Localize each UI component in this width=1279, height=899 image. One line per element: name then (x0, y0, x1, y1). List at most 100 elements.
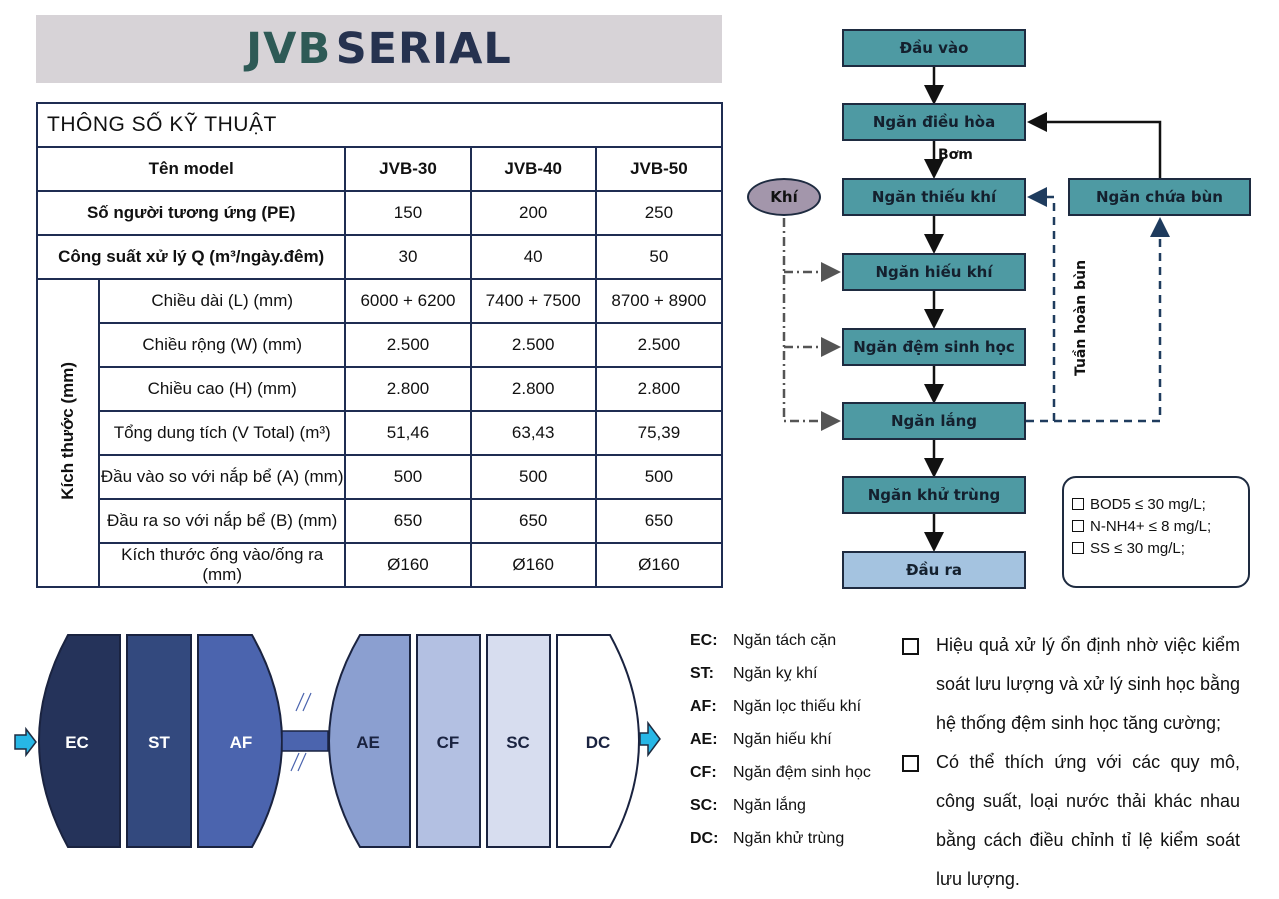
standard-text: SS ≤ 30 mg/L; (1090, 540, 1185, 557)
table-cell: 51,46 (344, 410, 472, 456)
legend-name: Ngăn hiếu khí (733, 731, 832, 748)
effluent-standards-box: BOD5 ≤ 30 mg/L; N-NH4+ ≤ 8 mg/L; SS ≤ 30… (1062, 476, 1250, 588)
checkbox-icon (1072, 542, 1084, 554)
tank-label: SC (506, 733, 530, 752)
legend-name: Ngăn lắng (733, 797, 806, 814)
feature-text: Có thể thích ứng với các quy mô, công su… (936, 752, 1240, 889)
tank-label: CF (437, 733, 460, 752)
feature-list: Hiệu quả xử lý ổn định nhờ việc kiểm soá… (900, 626, 1240, 899)
spec-heading: THÔNG SỐ KỸ THUẬT (36, 102, 723, 148)
inlet-arrow-icon (14, 726, 37, 758)
sludge-recycle-label: Tuần hoàn bùn (1073, 259, 1089, 377)
sludge-recycle-lines (1026, 187, 1170, 423)
legend-name: Ngăn khử trùng (733, 830, 845, 847)
legend-item: CF: Ngăn đệm sinh học (690, 764, 871, 797)
flow-biofilter: Ngăn đệm sinh học (842, 328, 1026, 366)
checkbox-icon (1072, 520, 1084, 532)
table-cell: 500 (469, 454, 597, 500)
feature-item: Có thể thích ứng với các quy mô, công su… (900, 743, 1240, 899)
legend-item: AF:Ngăn lọc thiếu khí (690, 698, 871, 731)
table-cell: 6000 + 6200 (344, 278, 472, 324)
connecting-pipe (281, 730, 329, 752)
tank-section-cf (416, 634, 481, 848)
dimension-group-label: Kích thước (mm) (58, 361, 77, 500)
tank-label: AE (356, 733, 380, 752)
tank-label: AF (230, 733, 253, 752)
dimension-group-cell: Kích thước (mm) (36, 278, 100, 588)
legend-code: AE: (690, 731, 718, 748)
legend-item: ST: Ngăn kỵ khí (690, 665, 871, 698)
legend-code: CF: (690, 764, 717, 781)
tank-legend: EC: Ngăn tách cặn ST: Ngăn kỵ khí AF:Ngăn … (690, 632, 871, 863)
table-cell: 650 (344, 498, 472, 544)
legend-item: EC: Ngăn tách cặn (690, 632, 871, 665)
flow-aerobic: Ngăn hiếu khí (842, 253, 1026, 291)
table-cell: 2.500 (469, 322, 597, 368)
table-cell: Ø160 (594, 542, 724, 588)
legend-name: Ngăn đệm sinh học (733, 764, 871, 781)
table-cell: 500 (344, 454, 472, 500)
flow-sludge-tank: Ngăn chứa bùn (1068, 178, 1251, 216)
model-label: Tên model (35, 146, 347, 192)
table-cell: Ø160 (344, 542, 472, 588)
model-name: JVB-30 (344, 146, 472, 192)
air-supply-lines (782, 218, 841, 431)
tank-section-sc (486, 634, 551, 848)
legend-item: AE: Ngăn hiếu khí (690, 731, 871, 764)
pump-label: Bơm (938, 147, 973, 163)
flow-inlet: Đầu vào (842, 29, 1026, 67)
title-jvb: JVB (246, 24, 332, 74)
row-label: Kích thước ống vào/ống ra (mm) (97, 542, 347, 588)
flow-settling: Ngăn lắng (842, 402, 1026, 440)
table-cell: 500 (594, 454, 724, 500)
capacity-label: Công suất xử lý Q (m³/ngày.đêm) (35, 234, 347, 280)
table-cell: 150 (344, 190, 472, 236)
table-cell: 250 (594, 190, 724, 236)
tank-section-ae (328, 634, 411, 848)
tank-diagram: EC ST AF AE CF SC DC (14, 634, 661, 848)
legend-code: EC: (690, 632, 718, 649)
legend-name: Ngăn lọc thiếu khí (733, 698, 862, 715)
table-cell: 2.800 (469, 366, 597, 412)
flow-outlet: Đầu ra (842, 551, 1026, 589)
table-cell: 8700 + 8900 (594, 278, 724, 324)
table-cell: 63,43 (469, 410, 597, 456)
table-cell: 50 (594, 234, 724, 280)
standard-item: BOD5 ≤ 30 mg/L; (1072, 496, 1248, 513)
checkbox-icon (1072, 498, 1084, 510)
legend-name: Ngăn tách cặn (733, 632, 837, 649)
table-cell: 75,39 (594, 410, 724, 456)
legend-item: DC: Ngăn khử trùng (690, 830, 871, 863)
flow-anoxic: Ngăn thiếu khí (842, 178, 1026, 216)
legend-name: Ngăn kỵ khí (733, 665, 818, 682)
tank-section-dc (556, 634, 640, 848)
legend-item: SC:Ngăn lắng (690, 797, 871, 830)
checkbox-icon (902, 755, 919, 772)
row-label: Chiều dài (L) (mm) (97, 278, 347, 324)
title-band: JVB SERIAL (36, 15, 722, 83)
title-serial: SERIAL (335, 24, 512, 74)
tank-section-ec (38, 634, 121, 848)
air-ellipse: Khí (747, 178, 821, 216)
legend-code: DC: (690, 830, 719, 847)
table-cell: 7400 + 7500 (469, 278, 597, 324)
legend-code: ST: (690, 665, 714, 682)
table-cell: 30 (344, 234, 472, 280)
standard-text: BOD5 ≤ 30 mg/L; (1090, 496, 1206, 513)
tank-label: EC (65, 733, 89, 752)
row-label: Đầu ra so với nắp bể (B) (mm) (97, 498, 347, 544)
pe-label: Số người tương ứng (PE) (35, 190, 347, 236)
standard-item: N-NH4+ ≤ 8 mg/L; (1072, 518, 1248, 535)
row-label: Tổng dung tích (V Total) (m³) (97, 410, 347, 456)
model-name: JVB-50 (594, 146, 724, 192)
table-cell: 200 (469, 190, 597, 236)
row-label: Chiều rộng (W) (mm) (97, 322, 347, 368)
standard-text: N-NH4+ ≤ 8 mg/L; (1090, 518, 1212, 535)
row-label: Chiều cao (H) (mm) (97, 366, 347, 412)
model-name: JVB-40 (469, 146, 597, 192)
table-cell: Ø160 (469, 542, 597, 588)
flow-equalization: Ngăn điều hòa (842, 103, 1026, 141)
row-label: Đầu vào so với nắp bể (A) (mm) (97, 454, 347, 500)
spec-table: THÔNG SỐ KỸ THUẬT Tên model JVB-30 JVB-4… (35, 102, 724, 588)
feature-item: Hiệu quả xử lý ổn định nhờ việc kiểm soá… (900, 626, 1240, 743)
